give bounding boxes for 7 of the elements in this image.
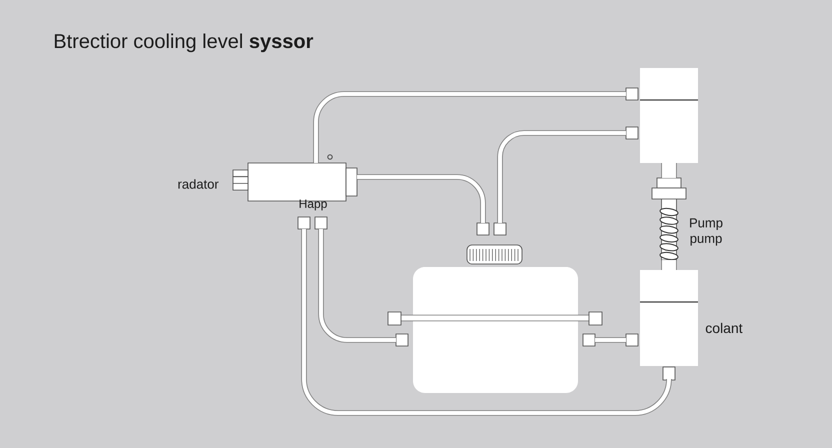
component-label: radator — [178, 179, 219, 189]
pipe-fittings — [476, 222, 506, 236]
component-label: Pump pump — [690, 218, 722, 246]
component-box — [626, 68, 698, 163]
title: Btrectior cooling level syssor — [54, 34, 314, 52]
component-label: colant — [706, 322, 743, 334]
component-label: Happ — [300, 200, 327, 210]
